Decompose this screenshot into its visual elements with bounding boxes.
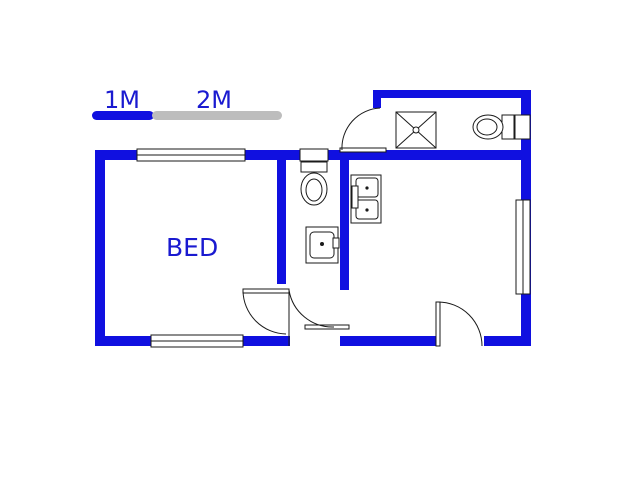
doors — [242, 107, 483, 347]
basin-bathroom — [305, 226, 340, 264]
wall-bedroom-partition — [277, 150, 286, 284]
fixtures — [300, 111, 515, 264]
scale-bar: 1M 2M — [92, 86, 282, 120]
wall-annex-left — [373, 90, 381, 108]
scale-label-2m: 2M — [196, 86, 232, 114]
door-bedroom — [242, 288, 290, 335]
wall-annex-top — [373, 90, 531, 98]
windows — [136, 114, 531, 348]
wall-bath-partition — [340, 150, 349, 290]
shower — [395, 111, 437, 149]
toilet-annex — [472, 114, 515, 140]
door-annex — [339, 107, 387, 153]
window-bedroom-bottom — [150, 334, 244, 348]
wall-left — [95, 150, 105, 346]
walls — [95, 90, 531, 346]
scale-bar-segment-1 — [92, 111, 154, 120]
scale-label-1m: 1M — [104, 86, 140, 114]
toilet-bathroom — [300, 161, 328, 206]
window-bedroom-top — [136, 148, 246, 162]
wall-bottom-middle — [340, 336, 438, 346]
window-bathroom-top — [299, 148, 329, 162]
kitchen-sink — [350, 174, 382, 224]
scale-bar-segment-2 — [152, 111, 282, 120]
door-bathroom — [288, 289, 350, 346]
room-label-bed: BED — [166, 233, 218, 262]
door-entrance — [435, 301, 483, 347]
window-annex-right — [514, 114, 531, 140]
wall-bottom-right — [484, 336, 531, 346]
window-right — [515, 199, 531, 295]
